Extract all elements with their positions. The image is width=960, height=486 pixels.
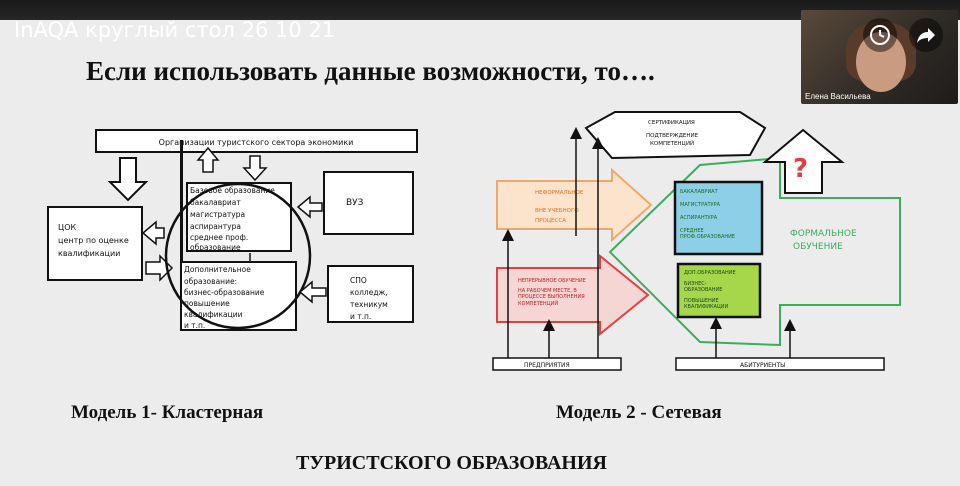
question-mark: ?: [793, 154, 808, 184]
webcam-overlay: Елена Васильева: [801, 10, 958, 104]
share-button[interactable]: [909, 18, 943, 52]
model1-top-label: Организации туристского сектора экономик…: [159, 138, 354, 147]
watch-later-button[interactable]: [863, 18, 897, 52]
clock-icon: [869, 24, 891, 46]
formal-learning-label: ФОРМАЛЬНОЕ ОБУЧЕНИЕ: [790, 229, 860, 252]
certification-text: СЕРТИФИКАЦИЯ ПОДТВЕРЖДЕНИЕ КОМПЕТЕНЦИЙ: [646, 120, 700, 147]
arrow-down-icon: [244, 156, 266, 180]
arrow-left-icon: [143, 222, 164, 244]
share-arrow-icon: [915, 24, 937, 46]
video-title[interactable]: InAQA круглый стол 26 10 21: [14, 18, 335, 42]
presenter-name: Елена Васильева: [805, 92, 871, 101]
enterprises-label: ПРЕДПРИЯТИЯ: [524, 362, 570, 369]
model2-diagram: СЕРТИФИКАЦИЯ ПОДТВЕРЖДЕНИЕ КОМПЕТЕНЦИЙ ?…: [493, 112, 900, 370]
slide-footer: ТУРИСТСКОГО ОБРАЗОВАНИЯ: [296, 452, 607, 475]
informal-learning-arrow: [497, 170, 651, 240]
arrow-left-icon: [298, 197, 322, 217]
applicants-label: АБИТУРИЕНТЫ: [740, 362, 785, 369]
model1-diagram: Организации туристского сектора экономик…: [48, 130, 417, 330]
arrow-down-icon: [110, 158, 146, 200]
model1-caption: Модель 1- Кластерная: [71, 402, 263, 424]
model2-caption: Модель 2 - Сетевая: [556, 402, 722, 424]
vuz-box: [324, 172, 413, 234]
vuz-label: ВУЗ: [346, 198, 364, 208]
